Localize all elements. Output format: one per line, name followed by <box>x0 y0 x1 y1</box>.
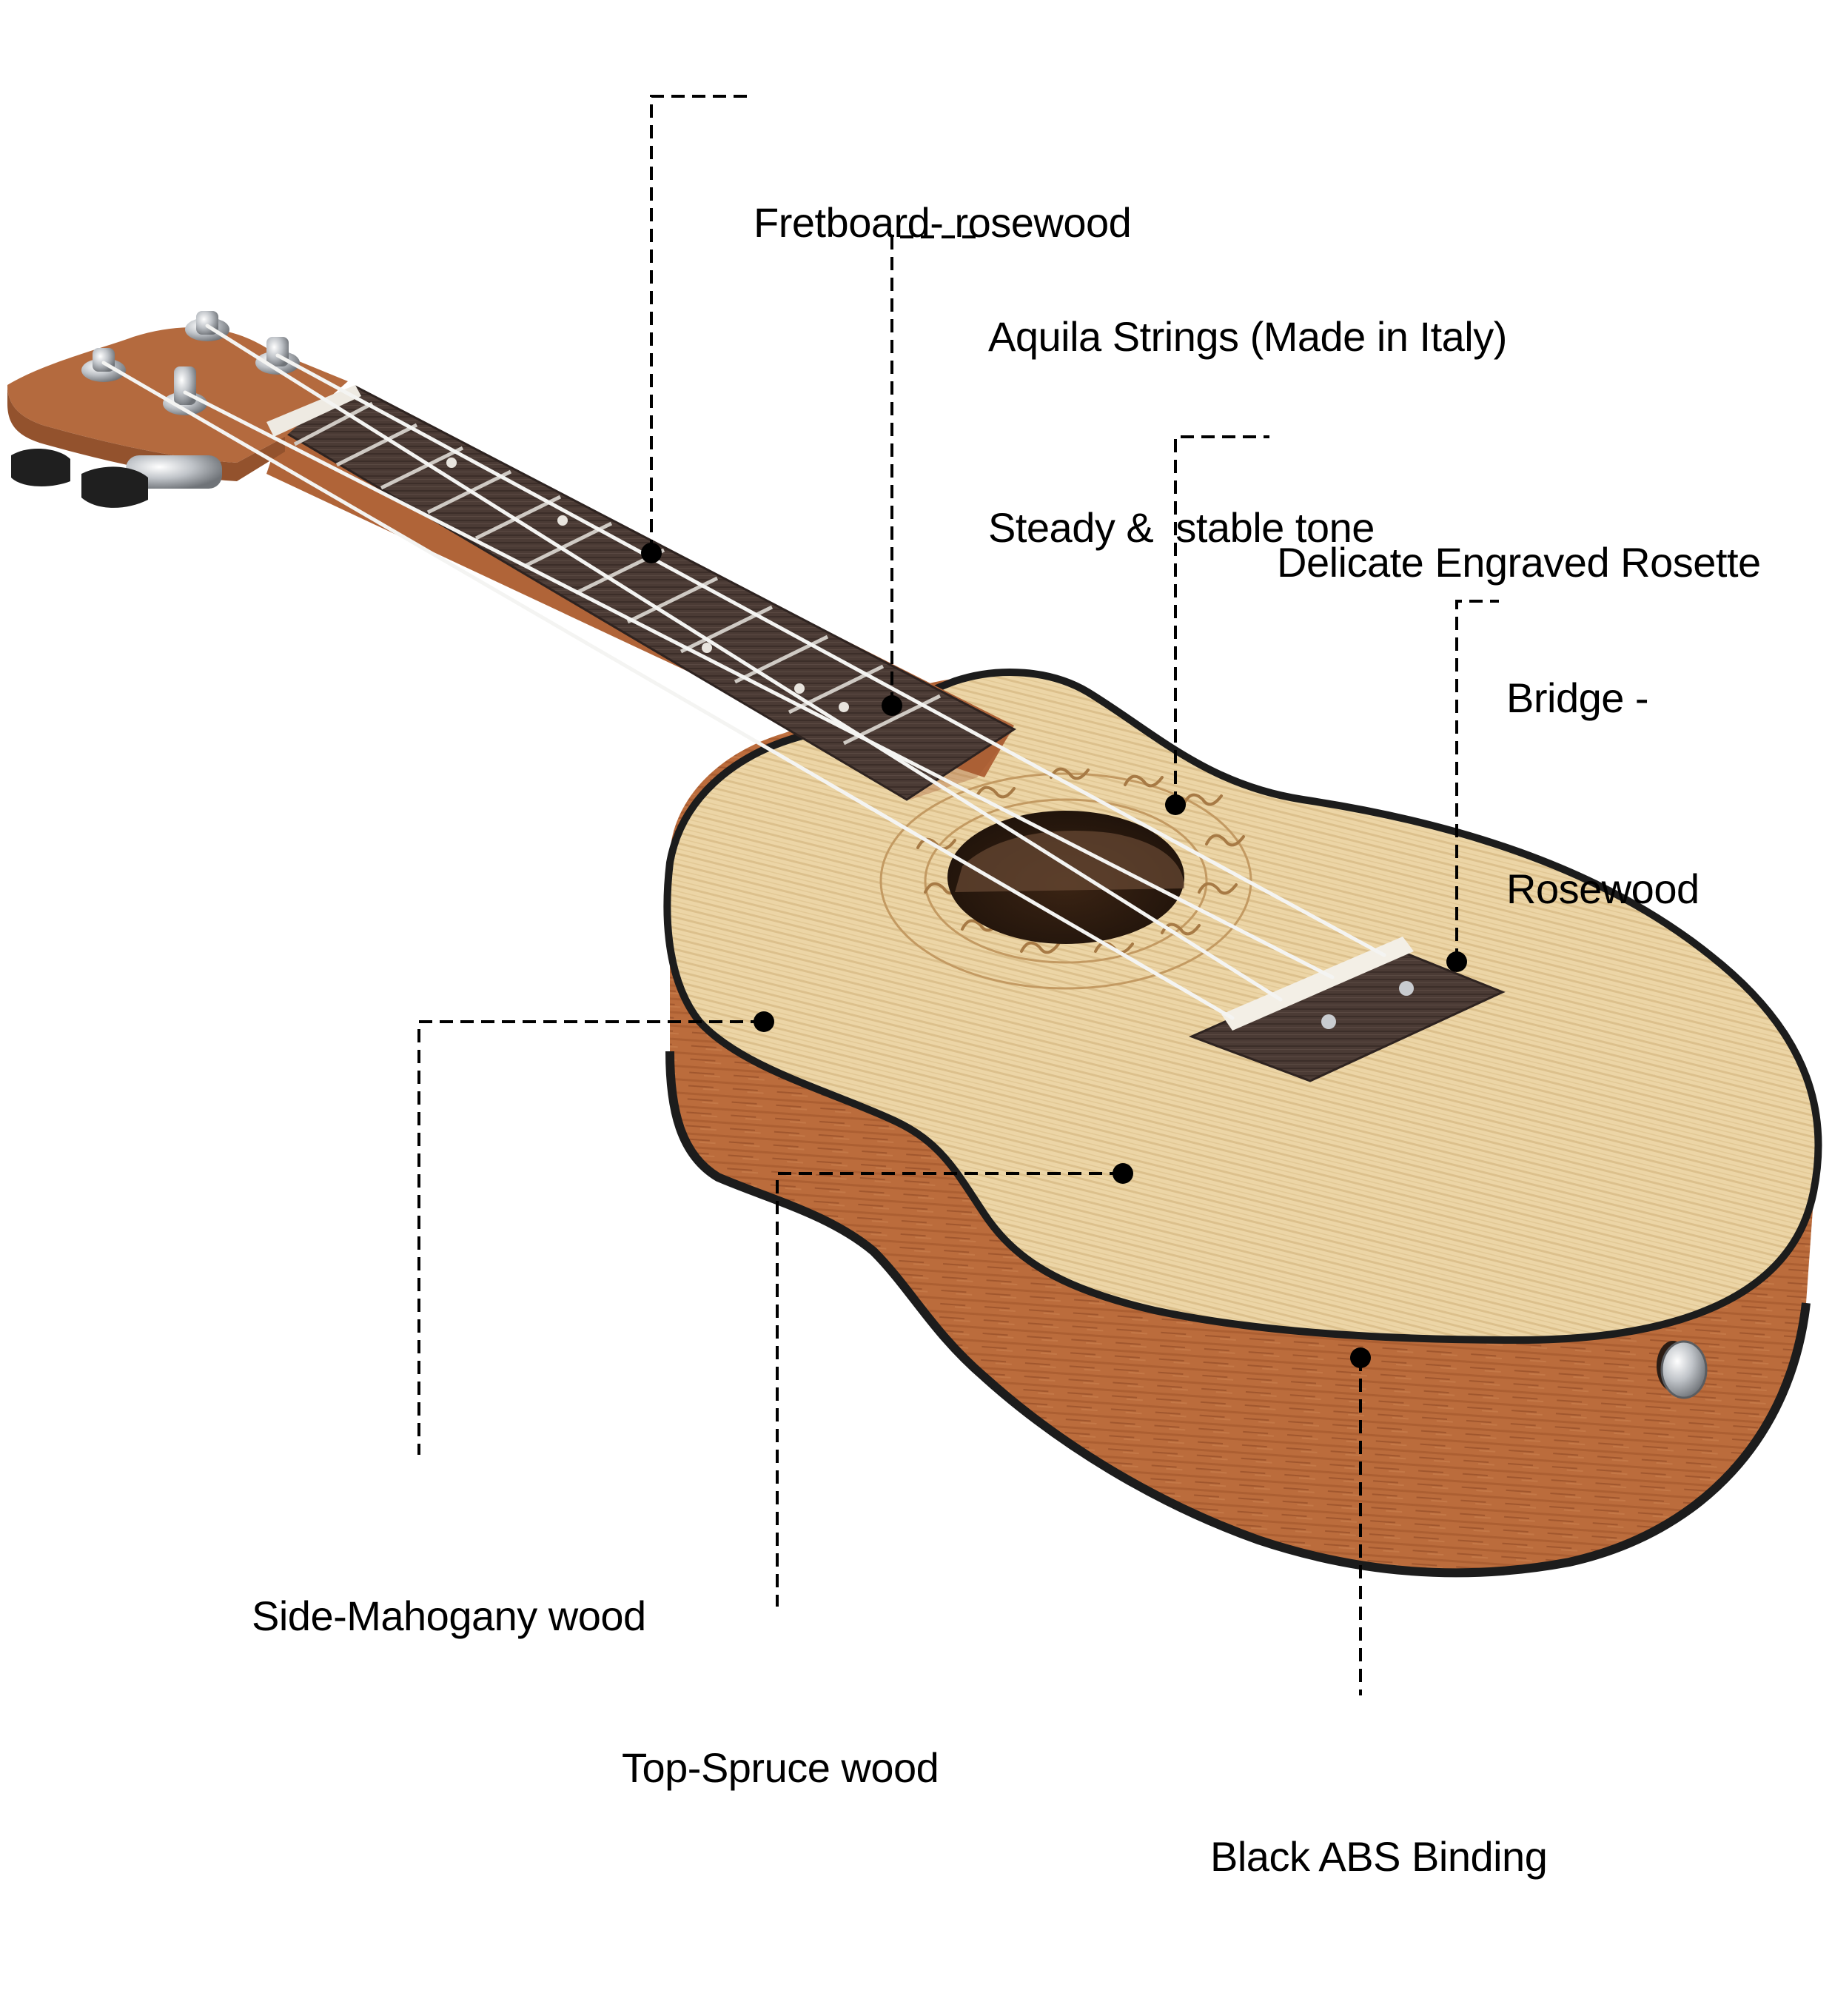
strings <box>101 324 1386 1020</box>
callout-label-bridge: Bridge - Rosewood <box>1506 539 1700 1048</box>
callout-text: Aquila Strings (Made in Italy) <box>988 313 1507 360</box>
tuning-pegs <box>11 311 300 508</box>
anchor-dot-side <box>754 1011 774 1032</box>
callout-label-side: Side-Mahogany wood <box>252 1457 646 1775</box>
leader-top <box>776 1172 1123 1607</box>
callout-label-strings: Aquila Strings (Made in Italy) Steady & … <box>988 178 1507 687</box>
callout-text: Top-Spruce wood <box>622 1744 939 1791</box>
ukulele-illustration <box>7 311 1822 1578</box>
leader-fretboard <box>650 95 748 553</box>
anchor-dot-bridge <box>1446 951 1467 972</box>
anchor-dot-strings <box>882 695 902 716</box>
callout-leaders <box>417 95 1499 1695</box>
callout-text: Rosewood <box>1506 865 1700 912</box>
anchor-dot-binding <box>1350 1347 1371 1368</box>
nut <box>266 385 361 437</box>
callout-label-fretboard: Fretboard- rosewood <box>754 64 1132 382</box>
callout-text: Fretboard- rosewood <box>754 199 1132 246</box>
anchor-dot-fretboard <box>641 543 662 563</box>
callout-label-top: Top-Spruce wood <box>622 1609 939 1927</box>
soundhole <box>947 811 1184 944</box>
callout-text: Delicate Engraved Rosette <box>1277 539 1761 586</box>
leader-bridge <box>1455 600 1499 962</box>
ukulele-infographic: Fretboard- rosewood Aquila Strings (Made… <box>7 64 1822 1880</box>
callout-label-rosette: Delicate Engraved Rosette <box>1277 403 1761 722</box>
callout-text: Steady & stable tone <box>988 504 1375 551</box>
callout-text: Bridge - <box>1506 674 1649 721</box>
anchor-dot-rosette <box>1165 794 1186 815</box>
callout-label-binding: Black ABS Binding <box>1210 1698 1548 2016</box>
callout-text: Side-Mahogany wood <box>252 1593 646 1639</box>
callout-text: Black ABS Binding <box>1210 1833 1548 1880</box>
leader-side <box>417 1020 764 1455</box>
bridge <box>1189 937 1506 1082</box>
anchor-dot-top <box>1113 1163 1133 1184</box>
leader-strings <box>890 235 981 706</box>
